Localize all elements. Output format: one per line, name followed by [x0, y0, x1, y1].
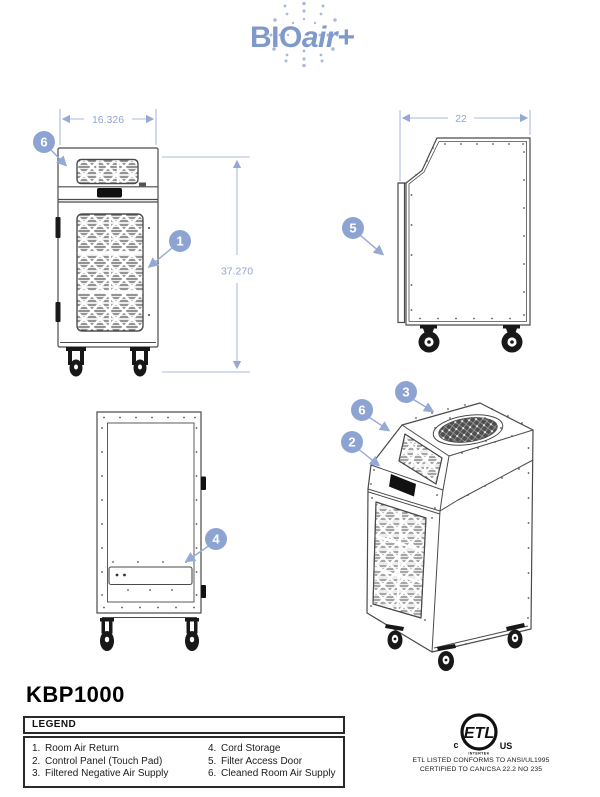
depth-dimension: 22	[399, 110, 531, 181]
brand-wordmark: BIOair+	[250, 21, 354, 54]
front-filter-grille	[76, 213, 144, 332]
legend-table: LEGEND 1. Room Air Return 2. Control Pan…	[23, 716, 345, 788]
model-number-title: KBP1000	[26, 682, 125, 707]
side-view-drawing: 22	[342, 110, 531, 353]
certification-text: ETL LISTED CONFORMS TO ANSI/UL1995 CERTI…	[378, 756, 584, 774]
unit-rear-body	[96, 411, 206, 651]
front-view-drawing: 16.326 37.270 6 1	[33, 109, 253, 377]
callout-clean-air-supply: 6	[33, 131, 68, 167]
svg-text:c: c	[453, 740, 458, 750]
etl-certification-mark-icon: ETL c US INTERTEK	[453, 713, 513, 756]
caster-wheel	[437, 644, 456, 671]
height-dimension: 37.270	[162, 156, 253, 373]
legend-item: 1. Room Air Return	[32, 743, 119, 754]
legend-body: 1. Room Air Return 2. Control Panel (Tou…	[23, 736, 345, 788]
certification-line1: ETL LISTED CONFORMS TO ANSI/UL1995	[412, 757, 550, 764]
rear-view-drawing: 4	[96, 411, 227, 651]
vent-detail-icon	[139, 182, 146, 187]
caster-wheel	[130, 347, 150, 377]
svg-text:2: 2	[348, 435, 355, 450]
height-dimension-label: 37.270	[221, 266, 253, 278]
svg-text:1: 1	[176, 234, 183, 249]
caster-wheel	[506, 623, 525, 649]
callout-control-panel: 2	[341, 431, 381, 467]
front-filter-grille	[372, 501, 427, 619]
callout-cord-storage: 4	[184, 528, 227, 563]
width-dimension: 16.326	[59, 109, 157, 145]
svg-text:6: 6	[40, 135, 47, 150]
hinge-tab	[201, 476, 206, 490]
callout-room-air-return: 1	[147, 230, 191, 269]
svg-text:US: US	[500, 741, 513, 751]
caster-wheel	[100, 618, 114, 651]
legend-column-1: 1. Room Air Return 2. Control Panel (Tou…	[32, 743, 208, 780]
hood-grille	[398, 433, 443, 485]
legend-item: 4. Cord Storage	[208, 743, 281, 754]
legend-item: 3. Filtered Negative Air Supply	[32, 768, 169, 779]
hinge-tab	[55, 302, 61, 322]
unit-front-body	[55, 147, 159, 377]
top-exhaust-vent	[432, 414, 504, 446]
top-grille	[76, 158, 139, 185]
touch-pad-display	[389, 474, 416, 497]
filter-access-door	[397, 182, 406, 324]
cord-storage-panel	[108, 566, 193, 586]
rivets	[101, 416, 198, 609]
unit-side-body	[397, 137, 531, 353]
legend-item: 6. Cleaned Room Air Supply	[208, 768, 336, 779]
svg-text:3: 3	[402, 385, 409, 400]
rivets	[410, 143, 525, 320]
legend-column-2: 4. Cord Storage 5. Filter Access Door 6.…	[208, 743, 336, 780]
caster-wheel	[418, 325, 440, 353]
svg-text:5: 5	[349, 221, 356, 236]
callout-filter-access-door: 5	[342, 217, 385, 256]
caster-wheel	[501, 325, 523, 353]
svg-text:4: 4	[212, 532, 220, 547]
legend-item: 2. Control Panel (Touch Pad)	[32, 755, 163, 767]
width-dimension-label: 16.326	[92, 114, 124, 126]
isometric-view-drawing: 3 6 2	[341, 381, 534, 671]
touch-pad-display	[97, 188, 122, 198]
legend-header: LEGEND	[23, 716, 345, 734]
depth-dimension-label: 22	[455, 113, 467, 125]
hinge-tab	[55, 217, 61, 238]
callout-clean-air-supply: 6	[351, 399, 391, 432]
caster-wheel	[185, 618, 199, 651]
callout-filtered-negative-air: 3	[395, 381, 435, 413]
legend-item: 5. Filter Access Door	[208, 755, 303, 767]
svg-text:INTERTEK: INTERTEK	[468, 752, 489, 756]
svg-text:6: 6	[358, 403, 365, 418]
brand-logo: BIOair+	[250, 2, 355, 68]
certification-line2: CERTIFIED TO CAN/CSA 22.2 NO 235	[419, 766, 543, 773]
caster-wheel	[385, 624, 404, 650]
caster-wheel	[66, 347, 86, 377]
snowflake-burst-icon	[269, 2, 339, 68]
unit-isometric-body	[366, 402, 534, 671]
svg-text:ETL: ETL	[464, 725, 494, 742]
hinge-tab	[201, 585, 206, 598]
